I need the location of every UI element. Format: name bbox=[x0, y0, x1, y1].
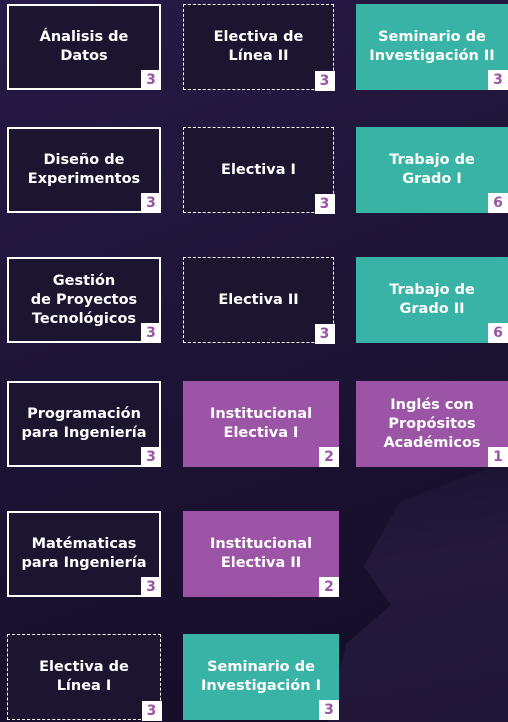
credit-badge: 2 bbox=[319, 447, 339, 467]
credit-badge: 3 bbox=[319, 700, 339, 720]
course-card-gestion-proyectos[interactable]: Gestión de Proyectos Tecnológicos 3 bbox=[7, 257, 161, 343]
course-card-institucional-electiva-i[interactable]: Institucional Electiva I 2 bbox=[183, 381, 339, 467]
course-card-diseno-experimentos[interactable]: Diseño de Experimentos 3 bbox=[7, 127, 161, 213]
credit-badge: 3 bbox=[488, 70, 508, 90]
course-title: Diseño de Experimentos bbox=[27, 152, 141, 187]
credit-badge: 6 bbox=[488, 193, 508, 213]
course-title: Inglés con Propósitos Académicos bbox=[383, 396, 481, 451]
course-title: Institucional Electiva I bbox=[209, 406, 313, 441]
course-card-electiva-linea-ii[interactable]: Electiva de Línea II 3 bbox=[183, 4, 335, 91]
credit-badge: 2 bbox=[319, 577, 339, 597]
course-title: Seminario de Investigación II bbox=[369, 29, 495, 64]
course-card-programacion-ingenieria[interactable]: Programación para Ingeniería 3 bbox=[7, 381, 161, 467]
credit-badge: 3 bbox=[314, 323, 335, 344]
course-card-institucional-electiva-ii[interactable]: Institucional Electiva II 2 bbox=[183, 511, 339, 597]
course-title: Trabajo de Grado II bbox=[389, 282, 475, 317]
course-card-seminario-ii[interactable]: Seminario de Investigación II 3 bbox=[356, 4, 508, 90]
course-title: Programación para Ingeniería bbox=[21, 406, 147, 441]
course-title: Ánalisis de Datos bbox=[39, 29, 129, 64]
credit-badge: 3 bbox=[314, 70, 335, 91]
course-card-analisis-datos[interactable]: Ánalisis de Datos 3 bbox=[7, 4, 161, 90]
credit-badge: 6 bbox=[488, 323, 508, 343]
credit-badge: 3 bbox=[141, 193, 161, 213]
credit-badge: 3 bbox=[314, 193, 335, 214]
course-title: Electiva II bbox=[218, 291, 299, 308]
credit-badge: 3 bbox=[141, 70, 161, 90]
course-title: Electiva de Línea II bbox=[213, 29, 304, 64]
course-title: Electiva de Línea I bbox=[39, 659, 129, 694]
course-title: Electiva I bbox=[221, 161, 296, 178]
course-card-seminario-i[interactable]: Seminario de Investigación I 3 bbox=[183, 634, 339, 720]
credit-badge: 3 bbox=[141, 700, 162, 721]
course-card-matematicas-ingenieria[interactable]: Matématicas para Ingeniería 3 bbox=[7, 511, 161, 597]
credit-badge: 3 bbox=[141, 323, 161, 343]
course-card-electiva-ii[interactable]: Electiva II 3 bbox=[183, 257, 335, 344]
credit-badge: 3 bbox=[141, 577, 161, 597]
course-card-trabajo-grado-ii[interactable]: Trabajo de Grado II 6 bbox=[356, 257, 508, 343]
course-title: Institucional Electiva II bbox=[209, 536, 313, 571]
credit-badge: 3 bbox=[141, 447, 161, 467]
course-title: Matématicas para Ingeniería bbox=[21, 536, 147, 571]
course-title: Gestión de Proyectos Tecnológicos bbox=[30, 272, 138, 327]
credit-badge: 1 bbox=[488, 447, 508, 467]
course-card-electiva-i[interactable]: Electiva I 3 bbox=[183, 127, 335, 214]
course-card-ingles[interactable]: Inglés con Propósitos Académicos 1 bbox=[356, 381, 508, 467]
course-card-trabajo-grado-i[interactable]: Trabajo de Grado I 6 bbox=[356, 127, 508, 213]
course-title: Seminario de Investigación I bbox=[201, 659, 321, 694]
background-building-silhouette bbox=[328, 462, 508, 722]
course-card-electiva-linea-i[interactable]: Electiva de Línea I 3 bbox=[7, 634, 162, 721]
course-title: Trabajo de Grado I bbox=[389, 152, 475, 187]
